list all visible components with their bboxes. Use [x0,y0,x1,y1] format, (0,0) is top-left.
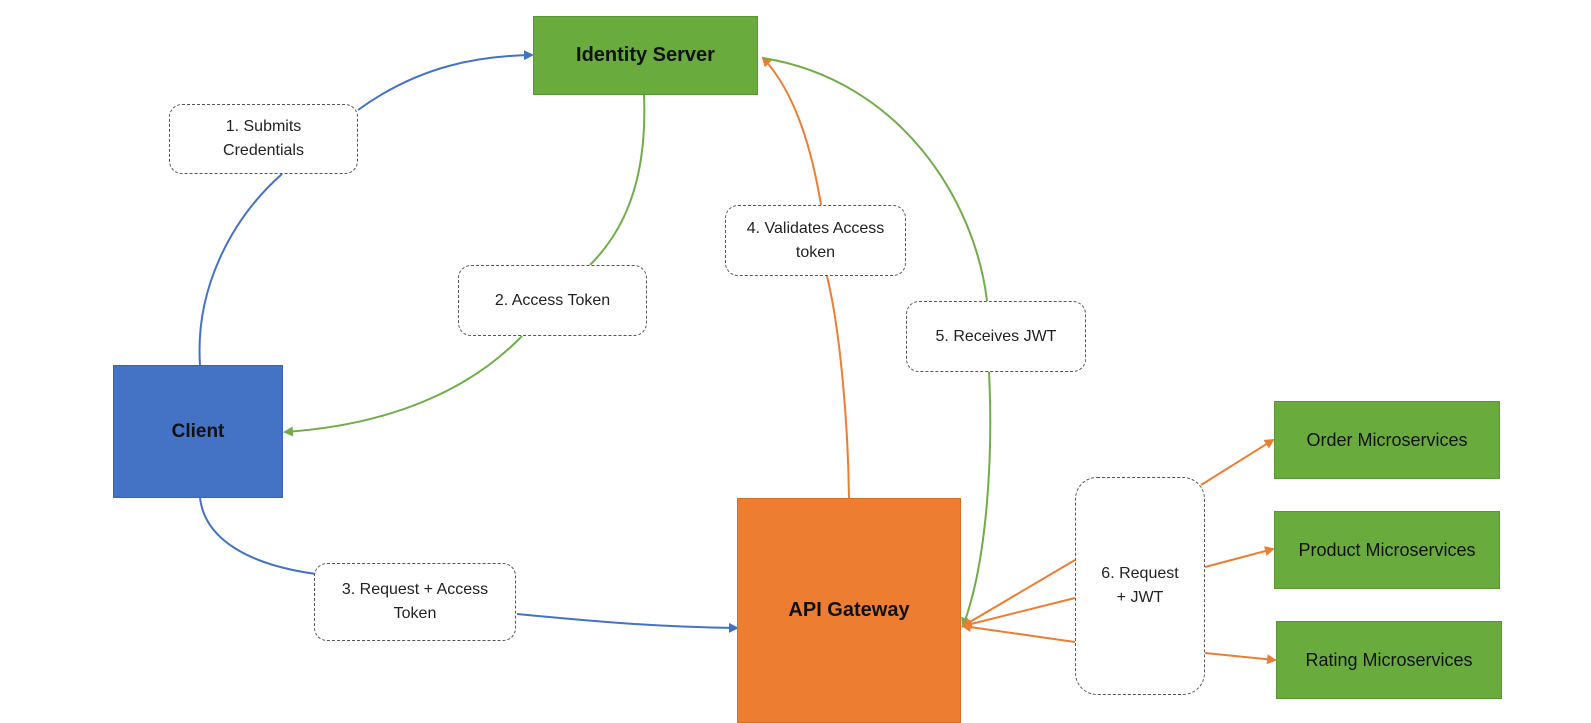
rating-microservices-label: Rating Microservices [1305,649,1473,670]
connector-step3-to-api-gateway [516,613,739,633]
connector-client-to-step1 [198,173,283,366]
connector-step4-to-identity-server [761,56,822,206]
connector-api-gateway-to-step4 [826,275,850,499]
step6-request-jwt-label: 6. Request + JWT [1075,477,1205,695]
connector-step6-to-api-gateway-mid [961,597,1076,629]
step3-request-access-token-label: 3. Request + Access Token [314,563,516,641]
connector-step6-to-product-microservices [1204,546,1275,568]
connector-step2-to-client [283,335,523,437]
product-microservices-label: Product Microservices [1298,539,1476,560]
connector-identity-server-to-step2 [589,94,646,266]
identity-server-box: Identity Server [533,16,758,95]
order-microservices-label: Order Microservices [1306,429,1468,450]
connector-step6-to-order-microservices [1200,438,1275,486]
connector-step6-to-api-gateway-top [961,559,1076,628]
connector-step5-to-api-gateway [961,371,992,628]
step5-receives-jwt-label: 5. Receives JWT [906,301,1086,372]
api-gateway-box: API Gateway [737,498,961,723]
connector-identity-server-to-step5 [762,57,988,302]
step4-validates-access-token-label: 4. Validates Access token [725,205,906,276]
api-gateway-label: API Gateway [788,599,910,621]
identity-server-label: Identity Server [576,44,715,66]
client-box: Client [113,365,283,498]
product-microservices-box: Product Microservices [1274,511,1500,589]
step1-submits-credentials-label: 1. Submits Credentials [169,104,358,174]
connector-step1-to-identity-server [357,50,534,111]
rating-microservices-box: Rating Microservices [1276,621,1502,699]
connector-client-to-step3 [199,497,317,575]
connector-step6-to-rating-microservices [1204,652,1277,665]
client-label: Client [171,420,225,442]
connector-step6-to-api-gateway-bottom [961,622,1076,643]
step2-access-token-label: 2. Access Token [458,265,647,336]
order-microservices-box: Order Microservices [1274,401,1500,479]
